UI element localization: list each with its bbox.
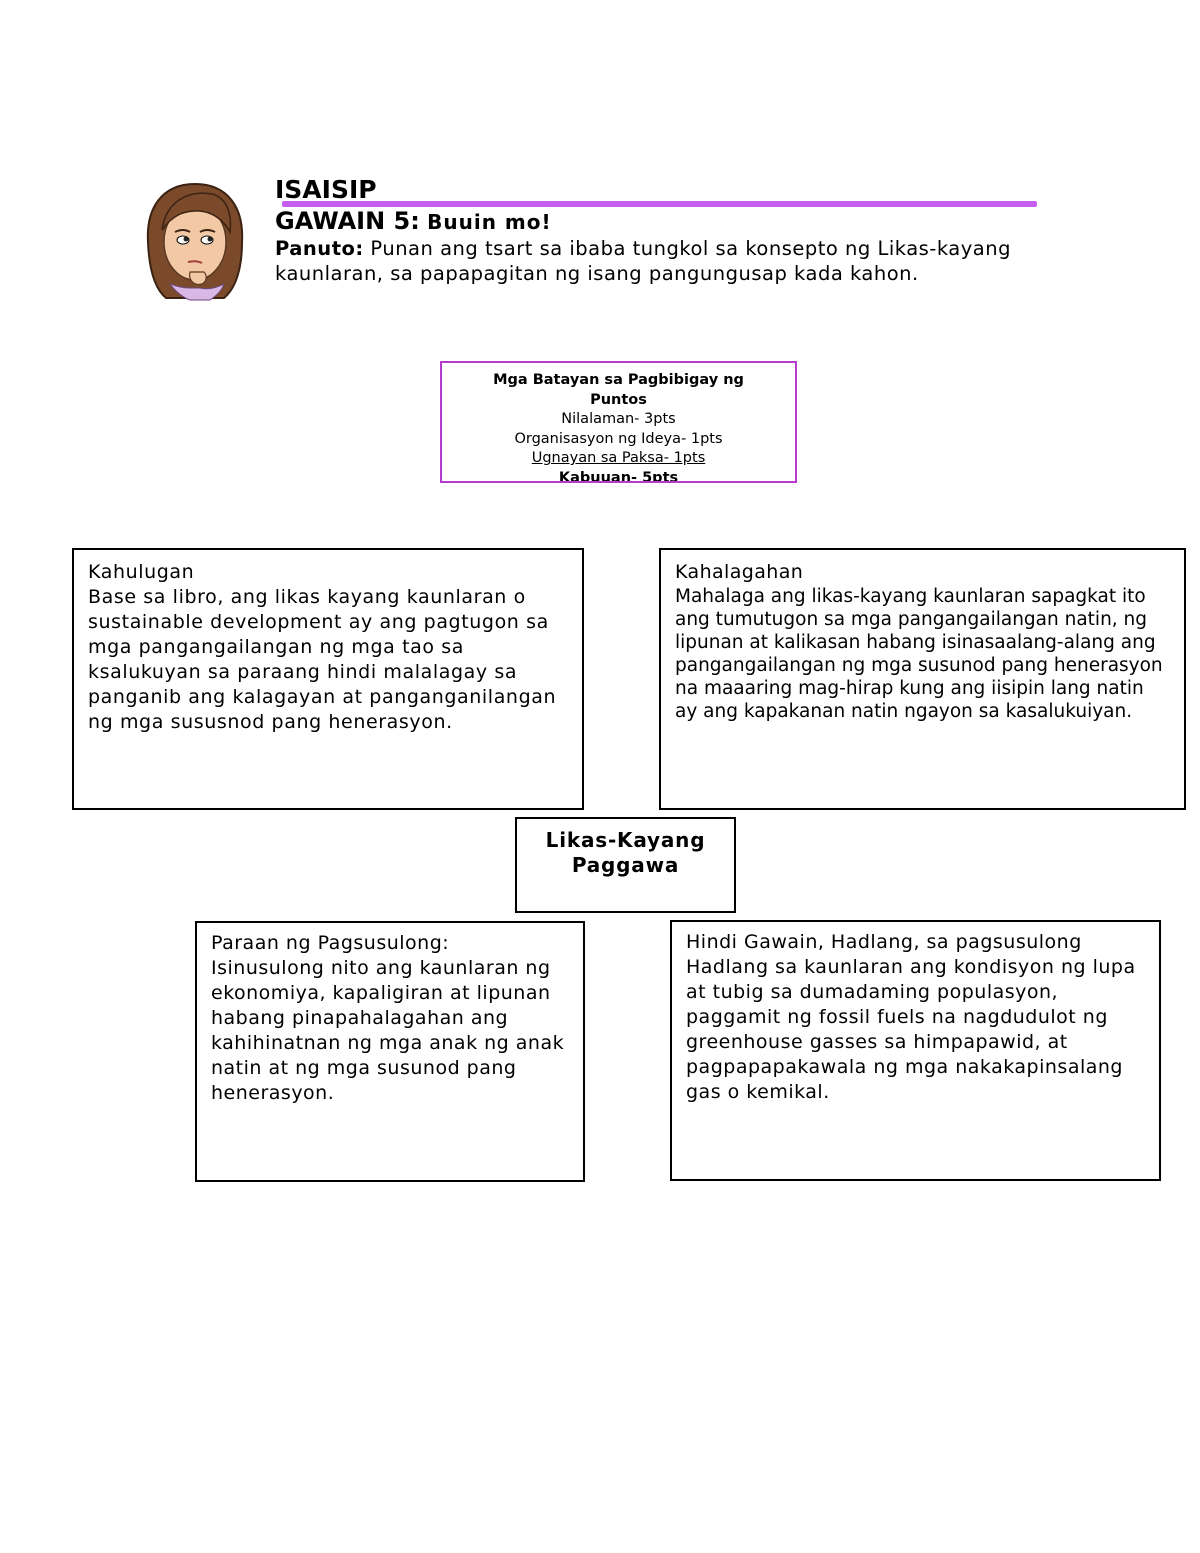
rubric-box: Mga Batayan sa Pagbibigay ng Puntos Nila… bbox=[440, 361, 797, 483]
box-body: Hadlang sa kaunlaran ang kondisyon ng lu… bbox=[686, 955, 1145, 1105]
obstacles-box: Hindi Gawain, Hadlang, sa pagsusulong Ha… bbox=[670, 920, 1161, 1181]
center-topic-title: Likas-Kayang Paggawa bbox=[517, 828, 734, 878]
rubric-item: Organisasyon ng Ideya- 1pts bbox=[442, 430, 795, 450]
rubric-item: Ugnayan sa Paksa- 1pts bbox=[442, 449, 795, 469]
promotion-method-box: Paraan ng Pagsusulong: Isinusulong nito … bbox=[195, 921, 585, 1182]
rubric-item: Nilalaman- 3pts bbox=[442, 410, 795, 430]
instruction-label: Panuto: bbox=[275, 237, 364, 260]
box-heading: Hindi Gawain, Hadlang, sa pagsusulong bbox=[686, 930, 1145, 955]
rubric-title: Mga Batayan sa Pagbibigay ng Puntos bbox=[442, 363, 795, 410]
definition-box: Kahulugan Base sa libro, ang likas kayan… bbox=[72, 548, 584, 810]
box-heading: Paraan ng Pagsusulong: bbox=[211, 931, 569, 956]
box-body: Base sa libro, ang likas kayang kaunlara… bbox=[88, 585, 568, 735]
box-heading: Kahalagahan bbox=[675, 560, 1170, 585]
activity-heading: GAWAIN 5: Buuin mo! bbox=[275, 208, 552, 236]
box-heading: Kahulugan bbox=[88, 560, 568, 585]
avatar-thinking-girl-illustration bbox=[140, 180, 250, 302]
importance-box: Kahalagahan Mahalaga ang likas-kayang ka… bbox=[659, 548, 1186, 810]
rubric-total: Kabuuan- 5pts bbox=[442, 469, 795, 484]
instruction-text: Punan ang tsart sa ibaba tungkol sa kons… bbox=[275, 237, 1011, 285]
activity-name: Buuin mo! bbox=[427, 210, 551, 234]
section-title: ISAISIP bbox=[275, 176, 377, 204]
box-body: Isinusulong nito ang kaunlaran ng ekonom… bbox=[211, 956, 569, 1106]
activity-label: GAWAIN 5: bbox=[275, 207, 420, 235]
center-topic-box: Likas-Kayang Paggawa bbox=[515, 817, 736, 913]
box-body: Mahalaga ang likas-kayang kaunlaran sapa… bbox=[675, 585, 1170, 723]
instructions: Panuto: Punan ang tsart sa ibaba tungkol… bbox=[275, 236, 1075, 286]
